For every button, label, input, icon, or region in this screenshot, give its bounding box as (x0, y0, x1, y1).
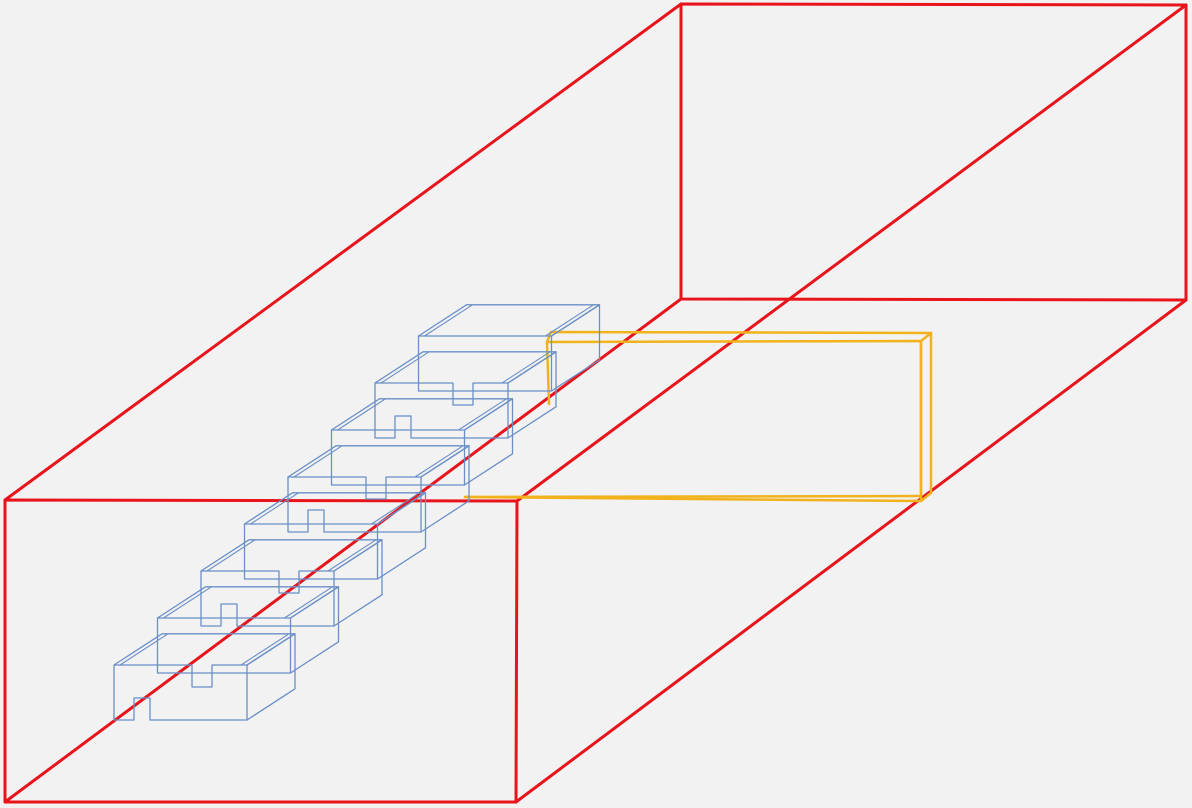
block-wall-line (370, 492, 421, 525)
block-side-face (246, 633, 296, 721)
front-face (3, 498, 519, 804)
block-wall-line (249, 492, 300, 525)
bottom-left-edge (3, 297, 683, 804)
block-wall-line (501, 351, 551, 384)
block-wall-line (414, 445, 464, 478)
block-side-face (333, 539, 383, 627)
block-top-face (330, 398, 514, 431)
interlocking-block (156, 586, 340, 674)
back-face (679, 2, 1188, 302)
block-top-face (287, 445, 470, 478)
block-wall-line (544, 304, 595, 337)
interlocking-block (287, 445, 470, 533)
block-wall-line (283, 586, 334, 619)
block-wall-line (162, 586, 213, 619)
block-top-face (156, 586, 340, 619)
block-wall-line (457, 398, 508, 431)
block-wall-line (336, 398, 387, 431)
block-wall-line (119, 633, 169, 666)
block-wall-line (293, 445, 343, 478)
block-wall-line (327, 539, 377, 572)
slot-right-bottom-edge (919, 491, 933, 503)
highlight-slot (463, 330, 933, 503)
outer-bounding-box (3, 2, 1188, 804)
interlocking-block (330, 398, 514, 486)
block-side-face (550, 304, 601, 392)
block-side-face (463, 398, 514, 486)
block-top-face (374, 351, 557, 384)
top-right-edge (515, 3, 1188, 503)
block-side-face (507, 351, 557, 439)
block-top-face (200, 539, 383, 572)
block-side-face (289, 586, 340, 674)
block-wall-line (206, 539, 256, 572)
interlocking-block (243, 492, 427, 580)
block-side-face (376, 492, 427, 580)
interlocking-block-chain (113, 304, 601, 721)
top-left-edge (3, 2, 683, 502)
block-wall-line (380, 351, 430, 384)
bottom-right-edge (514, 298, 1188, 804)
interlocking-block (417, 304, 601, 392)
block-wall-line (423, 304, 474, 337)
interlocking-block (113, 633, 296, 721)
block-wall-line (240, 633, 290, 666)
interlocking-block (200, 539, 383, 627)
slot-bottom-edge (463, 494, 923, 499)
block-side-face (420, 445, 470, 533)
interlocking-block (374, 351, 557, 439)
block-top-face (113, 633, 296, 666)
slot-top-face (545, 330, 933, 344)
